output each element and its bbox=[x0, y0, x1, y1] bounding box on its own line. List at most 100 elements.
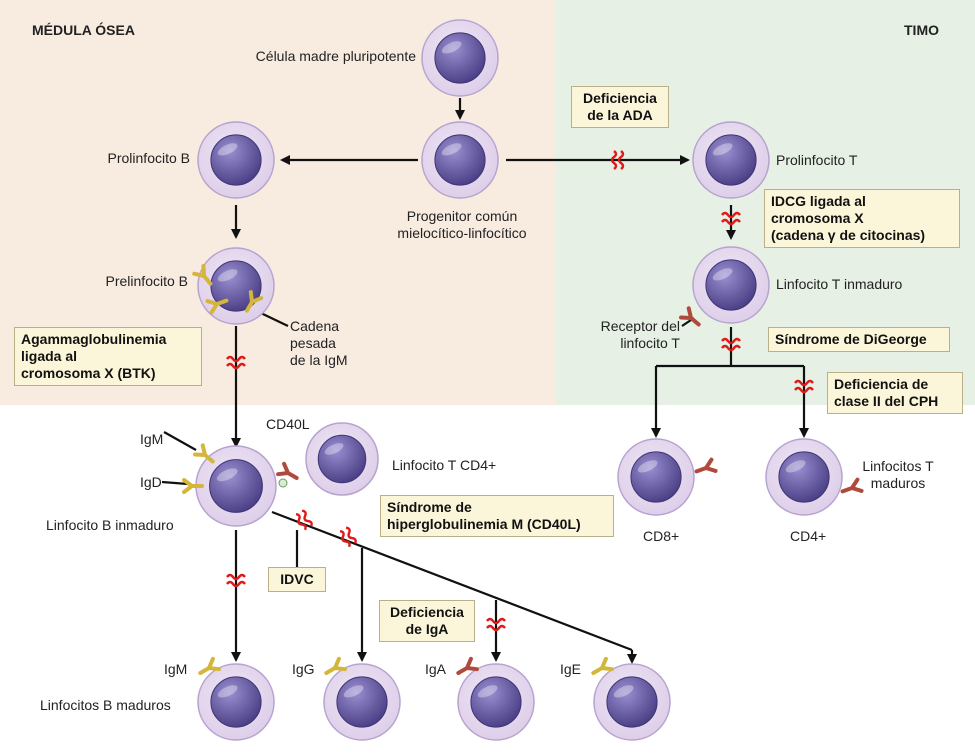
block-mhc2 bbox=[794, 379, 814, 394]
label-immature-t: Linfocito T inmaduro bbox=[776, 276, 903, 292]
cell-pro-b-nucleus bbox=[210, 134, 262, 186]
block-btk-a bbox=[226, 355, 246, 363]
cell-pro-b-highlight bbox=[217, 143, 238, 156]
block-iga-a bbox=[486, 617, 506, 625]
defect-box-cvid: IDVC bbox=[268, 567, 326, 592]
cell-common-progenitor bbox=[421, 121, 499, 199]
cell-mature-b-iga bbox=[457, 663, 535, 741]
block-digeorge-a bbox=[721, 337, 741, 345]
receptor-cd40l-stroke bbox=[276, 461, 299, 480]
receptor-out-ige-stroke bbox=[591, 656, 614, 675]
receptor-tcr-immature-stroke bbox=[679, 306, 701, 327]
receptor-out-iga bbox=[456, 656, 479, 675]
cell-pre-b-nucleus bbox=[210, 260, 262, 312]
block-hyper-igm-1 bbox=[295, 509, 313, 531]
receptor-pre-b-3-stroke bbox=[245, 290, 264, 313]
cell-mature-b-iga-nucleus bbox=[470, 676, 522, 728]
cell-common-progenitor-nucleus bbox=[434, 134, 486, 186]
defect-box-digeorge: Síndrome de DiGeorge bbox=[768, 327, 950, 352]
cell-stem-highlight bbox=[441, 41, 462, 54]
cell-immature-t bbox=[692, 246, 770, 324]
cell-cd8-highlight bbox=[637, 460, 658, 473]
receptor-cd8 bbox=[694, 457, 718, 474]
cell-cd4-highlight bbox=[785, 460, 806, 473]
receptor-out-igg bbox=[324, 656, 347, 675]
receptor-igm-immature bbox=[193, 443, 215, 464]
cell-pre-b-highlight bbox=[217, 269, 238, 282]
line-igd-pointer bbox=[161, 480, 189, 486]
cell-mature-b-igm-nucleus bbox=[210, 676, 262, 728]
cell-mature-b-iga-highlight bbox=[477, 685, 498, 698]
block-btk bbox=[226, 355, 246, 370]
block-iga bbox=[486, 617, 506, 632]
cell-cd8-nucleus bbox=[630, 451, 682, 503]
block-digeorge-b bbox=[721, 344, 741, 352]
label-out-igg: IgG bbox=[292, 661, 315, 677]
receptor-igd-immature-stroke bbox=[182, 478, 204, 494]
line-class-switch bbox=[271, 510, 633, 652]
receptor-cd4-stroke bbox=[840, 477, 864, 494]
cell-mature-b-ige bbox=[593, 663, 671, 741]
cell-immature-b-highlight bbox=[216, 468, 238, 482]
receptor-cd4 bbox=[840, 477, 864, 494]
label-pro-t: Prolinfocito T bbox=[776, 152, 858, 168]
block-mhc2-a bbox=[794, 379, 814, 387]
block-cvid-b bbox=[226, 580, 246, 588]
block-digeorge bbox=[721, 337, 741, 352]
receptor-cd40l bbox=[276, 461, 299, 480]
cell-mature-b-igm-highlight bbox=[217, 685, 238, 698]
receptor-out-igm-stroke bbox=[198, 656, 221, 675]
cell-mature-b-igm bbox=[197, 663, 275, 741]
cell-pro-t-nucleus bbox=[705, 134, 757, 186]
cell-immature-t-nucleus bbox=[705, 259, 757, 311]
block-ada bbox=[610, 150, 625, 170]
block-mhc2-b bbox=[794, 386, 814, 394]
receptor-out-ige bbox=[591, 656, 614, 675]
label-cd8: CD8+ bbox=[643, 528, 680, 544]
block-ada-a bbox=[617, 150, 625, 170]
block-ada-b bbox=[610, 150, 618, 170]
receptor-out-igm bbox=[198, 656, 221, 675]
label-out-iga: IgA bbox=[425, 661, 447, 677]
label-pro-b: Prolinfocito B bbox=[107, 150, 190, 166]
receptor-igm-immature-stroke bbox=[193, 443, 215, 464]
block-hyper-igm-1-a bbox=[301, 509, 313, 527]
block-btk-b bbox=[226, 362, 246, 370]
receptor-tcr-immature bbox=[679, 306, 701, 327]
cell-pro-t bbox=[692, 121, 770, 199]
cell-mature-b-ige-highlight bbox=[613, 685, 634, 698]
label-stem-cell: Célula madre pluripotente bbox=[255, 48, 416, 64]
cell-t-cd4 bbox=[305, 422, 379, 496]
block-hyper-igm-2-b bbox=[339, 530, 351, 548]
cell-mature-b-igg-highlight bbox=[343, 685, 364, 698]
cell-pre-b bbox=[197, 247, 275, 325]
label-cd4: CD4+ bbox=[790, 528, 827, 544]
block-hyper-igm-1-b bbox=[295, 513, 307, 531]
receptor-pre-b-1-stroke bbox=[192, 264, 213, 286]
receptor-out-igg-stroke bbox=[324, 656, 347, 675]
cell-t-cd4-nucleus bbox=[317, 434, 367, 484]
label-igm-immature: IgM bbox=[140, 431, 164, 447]
label-t-cd4: Linfocito T CD4+ bbox=[392, 457, 497, 473]
block-scid-x bbox=[721, 211, 741, 226]
block-hyper-igm-2-a bbox=[345, 526, 357, 544]
cell-t-cd4-highlight bbox=[324, 443, 344, 455]
receptor-pre-b-2 bbox=[205, 298, 229, 315]
cell-pro-b bbox=[197, 121, 275, 199]
cell-cd4 bbox=[765, 438, 843, 516]
label-mature-b: Linfocitos B maduros bbox=[40, 697, 171, 713]
region-label-thymus: TIMO bbox=[904, 22, 939, 38]
cell-cd4-nucleus bbox=[778, 451, 830, 503]
block-scid-x-a bbox=[721, 211, 741, 219]
label-out-ige: IgE bbox=[560, 661, 582, 677]
cell-mature-b-igg bbox=[323, 663, 401, 741]
